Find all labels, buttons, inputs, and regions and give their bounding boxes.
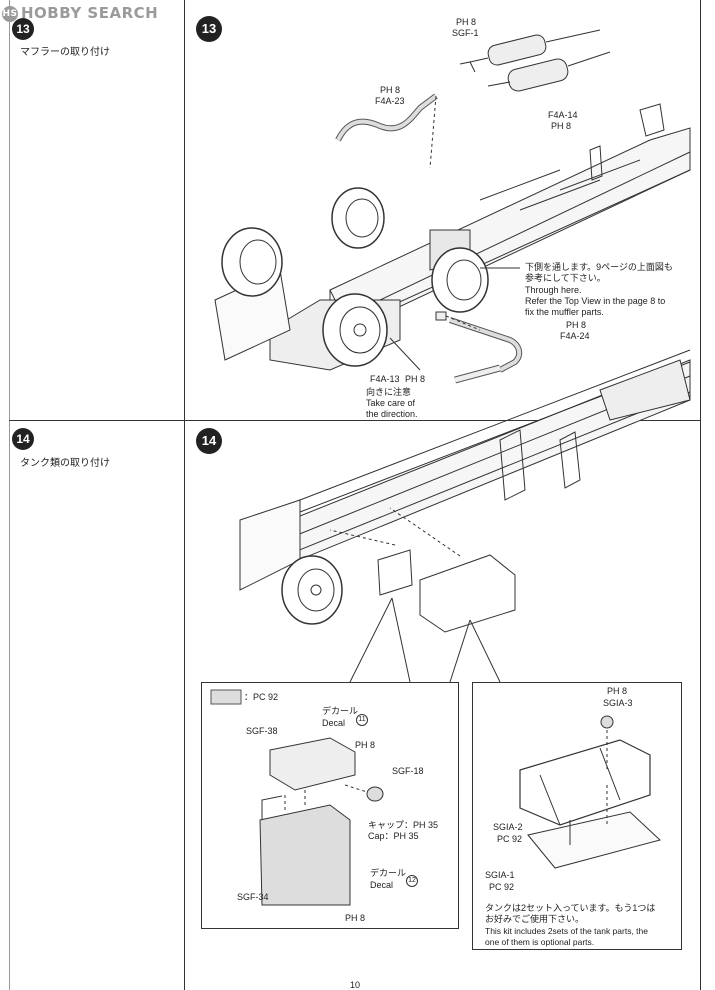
sgia1-code: SGIA-1: [485, 870, 515, 880]
muffler-silencer-drawing: [459, 29, 611, 92]
decal11-num: 11: [356, 714, 368, 726]
chassis-frame-13: [214, 103, 691, 371]
sgf18-code: SGF-18: [392, 766, 424, 776]
chassis-frame-14: [239, 349, 691, 591]
sgia3-paint: PH 8: [607, 686, 628, 696]
f4a23-code: F4A-23: [375, 96, 405, 106]
through-note-en1: Through here.: [525, 285, 582, 295]
tank-detail-box: [472, 682, 682, 950]
wheels-14: [281, 555, 343, 625]
fuel-tank-detail-drawing: [519, 715, 662, 869]
step-14-label: タンク類の取り付け: [20, 458, 110, 469]
battery-detail-drawing: [259, 737, 384, 906]
sgia2-code: SGIA-2: [493, 822, 523, 832]
right-margin-line: [700, 0, 701, 990]
f4a14-paint: PH 8: [551, 121, 572, 131]
sgf1-code: SGF-1: [452, 28, 479, 38]
decal12-num: 12: [406, 875, 418, 887]
sgf34-paint: PH 8: [345, 913, 366, 923]
battery-detail-box: [201, 682, 459, 929]
tank-note-jp1: タンクは2セット入っています。もう1つは: [485, 903, 656, 913]
tank-note-jp2: お好みでご使用下さい。: [485, 914, 585, 924]
step-13-badge-left: 13: [12, 18, 34, 40]
step-14-badge-left: 14: [12, 428, 34, 450]
step-14-badge: 14: [196, 428, 222, 454]
sgia1-paint: PC 92: [489, 882, 515, 892]
sgf38-code: SGF-38: [246, 726, 278, 736]
step-13-badge: 13: [196, 16, 222, 42]
decal11-en: Decal: [322, 718, 346, 728]
column-divider: [184, 0, 185, 990]
exhaust-pipe-f4a24: [449, 317, 523, 373]
through-note-en2: Refer the Top View in the page 8 to: [525, 296, 666, 306]
page-number: 10: [350, 980, 361, 990]
sgia3-code: SGIA-3: [603, 698, 633, 708]
tank-note-en2: one of them is optional parts.: [485, 937, 595, 947]
f4a14-code: F4A-14: [548, 110, 578, 120]
legend-paint: ：PC 92: [244, 692, 279, 702]
through-note-en3: fix the muffler parts.: [525, 307, 604, 317]
sgia2-paint: PC 92: [497, 834, 523, 844]
direction-note-jp: 向きに注意: [366, 387, 412, 397]
tank-note-en1: This kit includes 2sets of the tank part…: [485, 926, 648, 936]
battery-box-small: [377, 549, 413, 596]
fuel-tank-small: [419, 554, 516, 633]
hobby-search-logo-icon: HS: [2, 5, 18, 22]
direction-note-en2: the direction.: [366, 409, 418, 419]
through-note-jp1: 下側を通します。9ページの上面図も: [525, 262, 673, 272]
f4a13-code: F4A-13: [370, 374, 400, 384]
cap-en: Cap：PH 35: [368, 831, 419, 841]
f4a23-paint: PH 8: [380, 85, 401, 95]
f4a24-code: F4A-24: [560, 331, 590, 341]
step-divider: [9, 420, 701, 421]
left-margin-line: [9, 0, 10, 990]
f4a13-paint: PH 8: [405, 374, 426, 384]
sgf34-code: SGF-34: [237, 892, 269, 902]
decal12-en: Decal: [370, 880, 394, 890]
f4a24-paint: PH 8: [566, 320, 587, 330]
direction-note-en1: Take care of: [366, 398, 416, 408]
decal12-jp: デカール: [370, 868, 407, 878]
step-13-label: マフラーの取り付け: [20, 47, 110, 58]
sgf1-paint: PH 8: [456, 17, 477, 27]
wheels-13: [221, 187, 489, 367]
through-note-jp2: 参考にして下さい。: [525, 273, 606, 283]
cap-jp: キャップ：PH 35: [368, 820, 439, 830]
decal11-jp: デカール: [322, 706, 359, 716]
sgf38-paint: PH 8: [355, 740, 376, 750]
